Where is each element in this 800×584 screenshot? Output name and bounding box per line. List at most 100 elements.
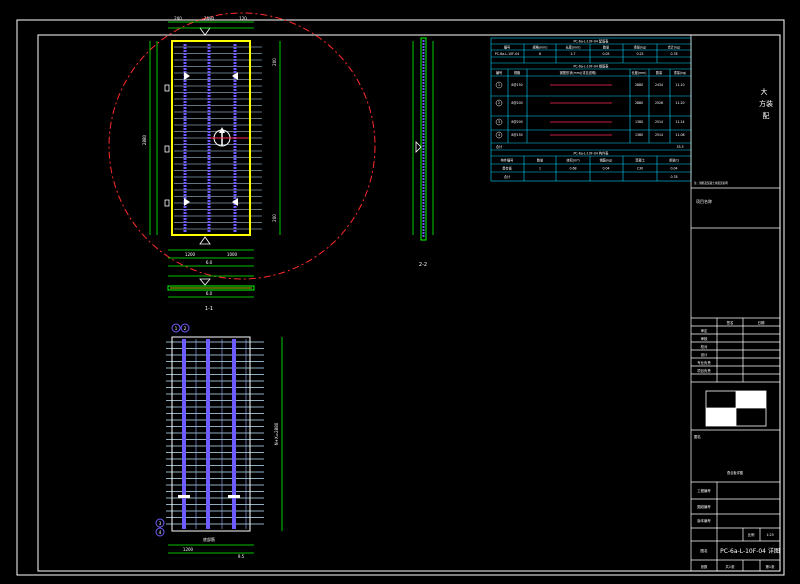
- rebar-row-cell: 11.20: [675, 101, 684, 105]
- table-h1-0: 编号: [504, 45, 510, 50]
- table-r3a-1: 1: [539, 167, 541, 171]
- table-h3-0: 构件编号: [501, 158, 514, 163]
- section-mark-icon: [199, 236, 211, 245]
- bottom-plan-label: 底部筋: [203, 536, 215, 542]
- table-h2-0: 编号: [496, 70, 502, 75]
- table-r1-1: 6: [539, 52, 541, 56]
- section-2-2-view: 2-2: [412, 37, 434, 268]
- rebar-schedule-footer: 合计 33.3 PC-6a-L-10F-04 构件表 构件编号 数量 体积(m³…: [496, 144, 684, 179]
- table-r1-3: 0.05: [602, 52, 609, 56]
- table-r3a-2: 0.68: [569, 167, 576, 171]
- section-1-1-slab: [167, 285, 255, 291]
- table-h2-2: 钢筋形状(mm)(详见说明): [560, 70, 597, 75]
- table-h1-5: 合计(kg): [668, 45, 681, 50]
- rebar-row-cell: 8@200: [511, 101, 522, 105]
- bottom-panel-outline: [171, 336, 251, 532]
- table-r3b-0: 合计: [504, 174, 511, 179]
- table-h2-5: 重量(kg): [674, 70, 687, 75]
- table-r1-2: 2.7: [570, 52, 575, 56]
- company-name-2: 方装: [759, 99, 773, 108]
- rebar-row-cell: 11.10: [675, 83, 684, 87]
- rebar-callout-3: [155, 518, 165, 528]
- table-h3-1: 数量: [537, 158, 544, 163]
- table-r3a-4: C30: [637, 167, 643, 171]
- lifting-insert: [178, 495, 190, 498]
- rebar-callout-3-text: 3: [159, 521, 162, 526]
- rebar-row-cell: 1380: [635, 120, 643, 124]
- outer-frame: [16, 19, 785, 576]
- dim-left-total: 2880: [142, 134, 147, 145]
- bottom-dim-vertical: N+X=2880: [274, 422, 279, 445]
- page-value: 第1张: [766, 564, 776, 569]
- rebar-row-cell: 1: [498, 83, 500, 87]
- project-label: 项目名称: [696, 198, 712, 204]
- table-r1-0: PC-6a-L-10F-04: [495, 52, 519, 56]
- section-2-2-slab: [420, 37, 427, 241]
- table-title-3: PC-6a-L-10F-04 构件表: [574, 151, 610, 156]
- rebar-row-cell: 2880: [635, 101, 643, 105]
- rebar-row-cell: 11.14: [675, 120, 684, 124]
- dim-bottom-total: 6.0: [206, 260, 213, 265]
- company-logo: [705, 390, 767, 427]
- lifting-insert: [228, 495, 240, 498]
- sig-row-2: 校对: [701, 344, 708, 349]
- table-r3a-3: 0.04: [602, 167, 609, 171]
- table-total-value: 33.3: [676, 145, 683, 149]
- rebar-row-cell: 2514: [655, 133, 663, 137]
- sig-row-4: 专业负责: [697, 360, 711, 365]
- rebar-row-cell: 8@150: [511, 83, 522, 87]
- rebar-row-cell: 2: [498, 101, 500, 105]
- dim-bottom-a: 1200: [185, 252, 196, 257]
- table-h2-1: 规格: [514, 70, 521, 75]
- sheet-no-value: 共1张: [726, 564, 736, 569]
- table-r3b-5: 0.78: [670, 175, 677, 179]
- rebar-row-cell: 2434: [655, 83, 663, 87]
- rebar-row-cell: 11.08: [675, 133, 684, 137]
- dim-right-seg: 200: [272, 58, 277, 66]
- section-mark-icon: [199, 27, 211, 36]
- table-h3-3: 钢筋(kg): [600, 158, 613, 163]
- side-mark: [164, 199, 170, 207]
- lift-mark-icon: [184, 72, 190, 80]
- lift-mark-icon: [184, 198, 190, 206]
- sheet-no-label: 张数: [701, 564, 708, 569]
- sig-head-left: 签名: [727, 320, 734, 325]
- dim-top-side: 200: [174, 16, 182, 21]
- sig-row-3: 设计: [701, 352, 708, 357]
- top-panel-outline: [171, 40, 251, 236]
- sig-row-5: 项目负责: [697, 368, 711, 373]
- table-h1-4: 重量(kg): [634, 45, 647, 50]
- title-block: [690, 35, 780, 571]
- row-b-label: 图纸编号: [697, 504, 711, 509]
- rebar-row-cell: 1380: [635, 133, 643, 137]
- lift-mark-icon: [232, 72, 238, 80]
- dim-right-seg-2: 200: [272, 214, 277, 222]
- table-h1-1: 规格(mm): [532, 45, 547, 50]
- scale-label: 比例: [748, 532, 755, 537]
- rebar-row-cell: 2514: [655, 120, 663, 124]
- dim-bottom-b: 1000: [227, 252, 238, 257]
- rebar-callout-2: [180, 323, 190, 333]
- rebar-mark-circle: [495, 118, 503, 126]
- table-r3a-5: 0.04: [670, 167, 677, 171]
- title-block-text: 大 方装 配 注：钢筋及混凝土用量见说明 项目名称 签名 日期 审定 审核 校对…: [694, 87, 780, 569]
- lift-mark-icon: [232, 198, 238, 206]
- rebar-row-cell: 2880: [635, 83, 643, 87]
- table-note: 注：钢筋及混凝土用量见说明: [694, 181, 728, 185]
- table-title-1: PC-6a-L-10F-04 配筋表: [574, 39, 610, 44]
- scale-value: 1:25: [766, 533, 774, 537]
- row-c-label: 版本编号: [697, 518, 711, 523]
- center-arrow-head: [219, 127, 225, 133]
- drawing-name: PC-6a-L-10F-04 详图: [720, 547, 780, 555]
- row-a-label: 工程编号: [697, 488, 711, 493]
- rebar-row-cell: 4: [498, 133, 500, 137]
- bottom-dim-side: 1200: [183, 547, 194, 552]
- rebar-callout-1: [171, 323, 181, 333]
- table-h3-4: 混凝土: [635, 158, 645, 163]
- detail-circle: [108, 12, 376, 280]
- table-h3-2: 体积(m³): [566, 158, 579, 163]
- section-mark-icon: [415, 141, 422, 153]
- rebar-callout-4: [155, 527, 165, 537]
- side-mark: [164, 84, 170, 92]
